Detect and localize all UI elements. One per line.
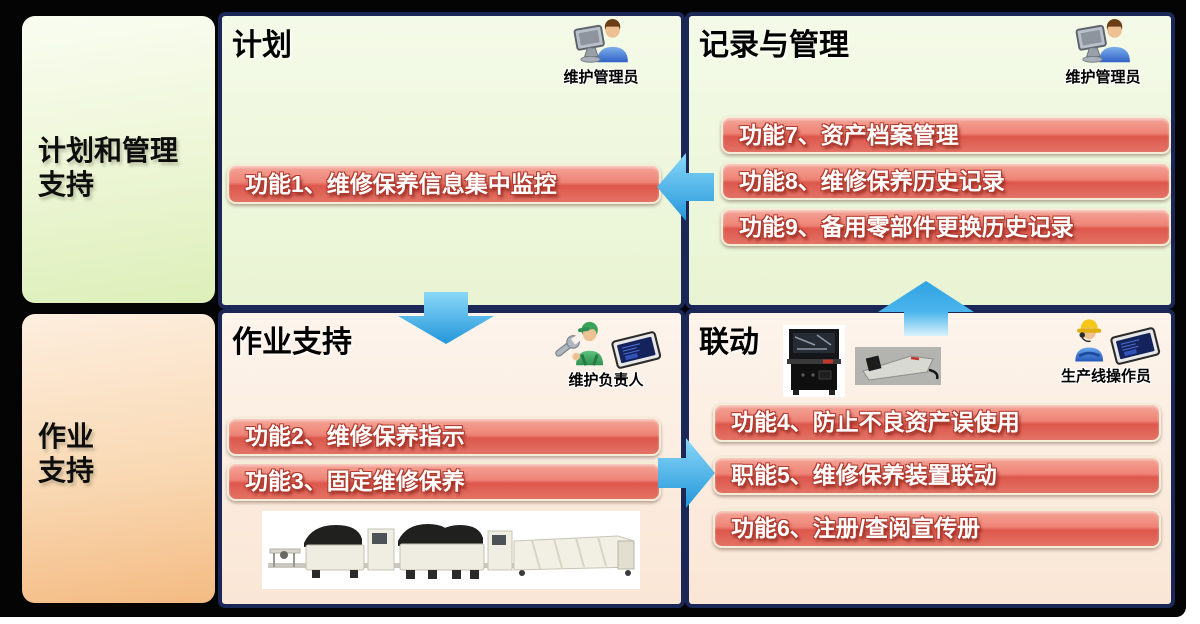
quadrant-linkage: 联动 [685, 309, 1175, 608]
desktop-user-icon [573, 18, 628, 63]
arrow-operation-to-linkage [658, 438, 715, 508]
smt-production-line-photo [262, 511, 640, 589]
row-label-operation: 作业 支持 [38, 421, 95, 487]
quadrant-record: 记录与管理 维护管理员 功能7、资产档案管理 功能8、维修保 [685, 12, 1175, 309]
function-pill-3: 功能3、固定维修保养 [227, 462, 661, 501]
arrow-record-to-plan [657, 153, 714, 221]
actor-linkage: 生产线操作员 [1043, 317, 1169, 386]
wrench-worker-icon [555, 321, 604, 366]
actor-plan: 维护管理员 [545, 18, 657, 87]
function-pill-8: 功能8、维修保养历史记录 [721, 162, 1171, 200]
tablet-icon [1110, 327, 1161, 365]
hardhat-worker-icon [1075, 319, 1104, 362]
quadrant-operation-title: 作业支持 [232, 326, 352, 359]
row-label-planning: 计划和管理 支持 [38, 135, 179, 201]
function-pill-2: 功能2、维修保养指示 [227, 417, 661, 456]
actor-operation: 维护负责人 [545, 319, 667, 390]
function-pill-1: 功能1、维修保养信息集中监控 [227, 164, 661, 204]
function-pill-7: 功能7、资产档案管理 [721, 116, 1171, 154]
row-panel-operation: 作业 支持 [22, 314, 215, 603]
desktop-user-icon [1075, 18, 1130, 63]
function-pill-6: 功能6、注册/查阅宣传册 [713, 509, 1161, 548]
tablet-icon [611, 331, 662, 369]
actor-record: 维护管理员 [1047, 18, 1159, 87]
actor-linkage-label: 生产线操作员 [1060, 368, 1151, 385]
mounter-machine-photo [783, 325, 845, 397]
quadrant-plan-title: 计划 [232, 29, 292, 62]
row-panel-planning: 计划和管理 支持 [22, 16, 215, 303]
arrow-linkage-to-record [878, 281, 974, 336]
actor-operation-label: 维护负责人 [568, 372, 644, 389]
quadrant-operation: 作业支持 [218, 309, 685, 608]
actor-plan-label: 维护管理员 [563, 69, 639, 86]
quadrant-linkage-title: 联动 [699, 326, 759, 359]
quadrant-record-title: 记录与管理 [699, 29, 849, 62]
function-pill-5: 职能5、维修保养装置联动 [713, 456, 1161, 495]
arrow-plan-to-operation [398, 292, 494, 344]
feeder-unit-photo [855, 347, 941, 385]
quadrant-plan: 计划 维护管理员 功能1、维修保养信息集中监控 [218, 12, 685, 309]
function-pill-4: 功能4、防止不良资产误使用 [713, 403, 1161, 442]
function-pill-9: 功能9、备用零部件更换历史记录 [721, 208, 1171, 246]
actor-record-label: 维护管理员 [1065, 69, 1141, 86]
